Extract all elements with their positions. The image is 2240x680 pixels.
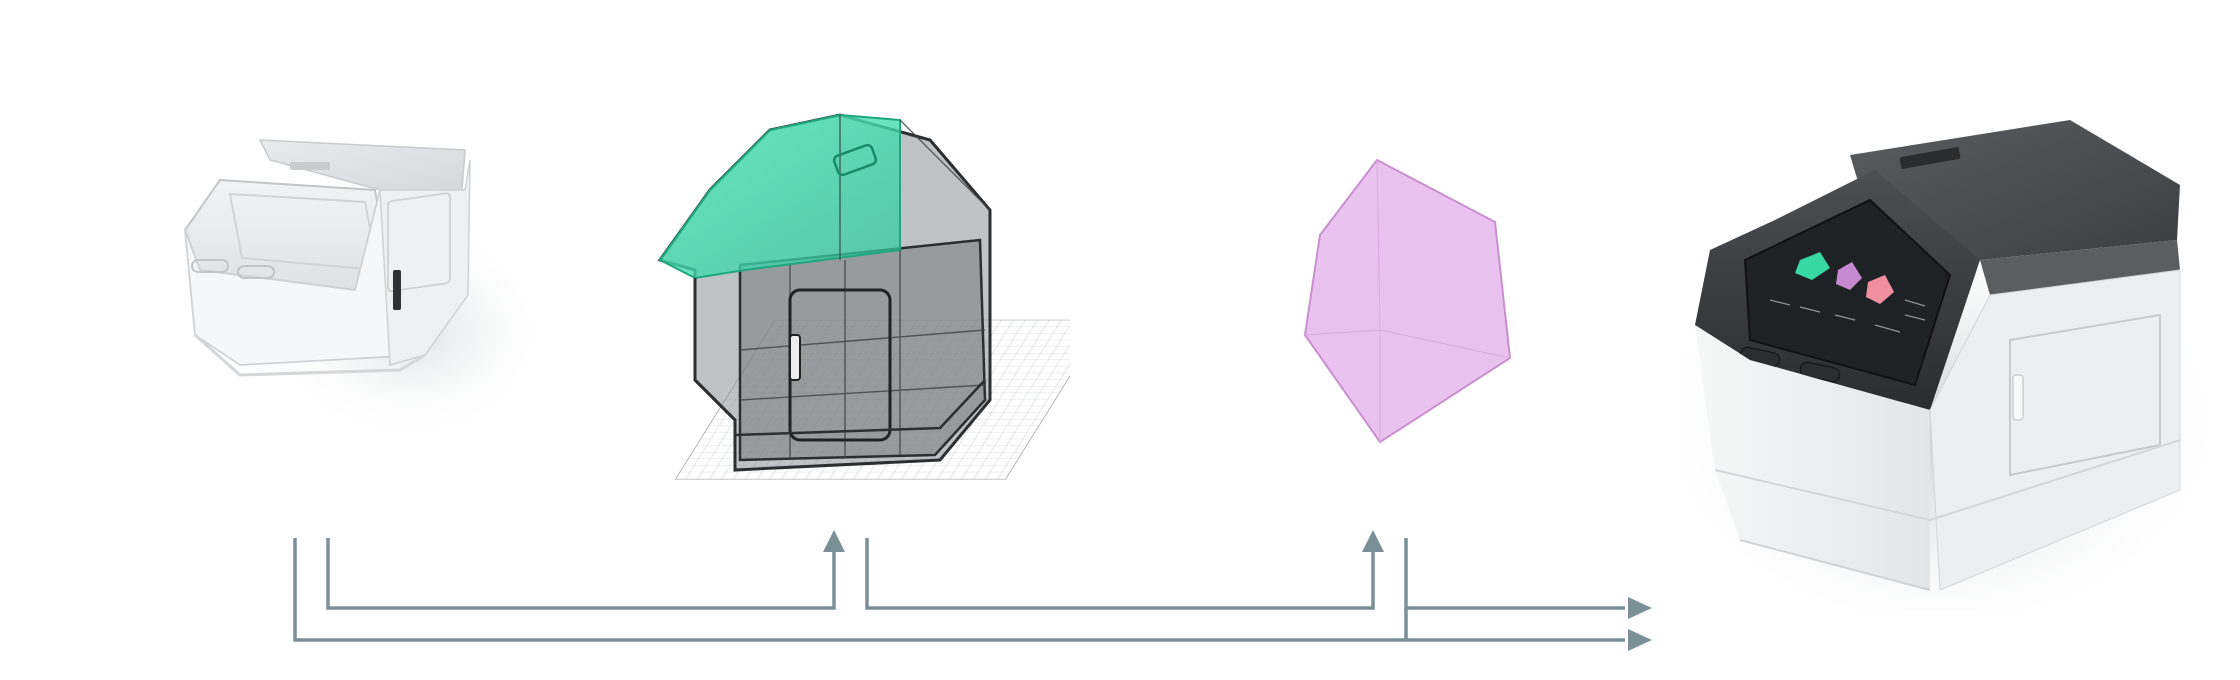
- arrow-wireframe-to-hexagon: [865, 538, 1375, 610]
- arrowhead-right-upper: [1628, 597, 1652, 619]
- arrow-sketch-to-wireframe: [326, 538, 836, 610]
- wireframe-cad-model-icon: [657, 113, 1070, 480]
- rendered-device-icon: [1680, 120, 2210, 610]
- arrow-sketch-to-render: [293, 538, 1625, 642]
- hand-sketch-device-icon: [183, 139, 530, 440]
- arrowhead-up-hexagon: [1362, 530, 1384, 552]
- screen-ui-icon: [1769, 252, 1926, 333]
- arrowhead-right-lower: [1628, 629, 1652, 651]
- pink-hexagon-icon: [1303, 158, 1512, 444]
- arrowhead-up-wireframe: [823, 530, 845, 552]
- arrow-hexagon-to-render-upper: [1404, 538, 1625, 610]
